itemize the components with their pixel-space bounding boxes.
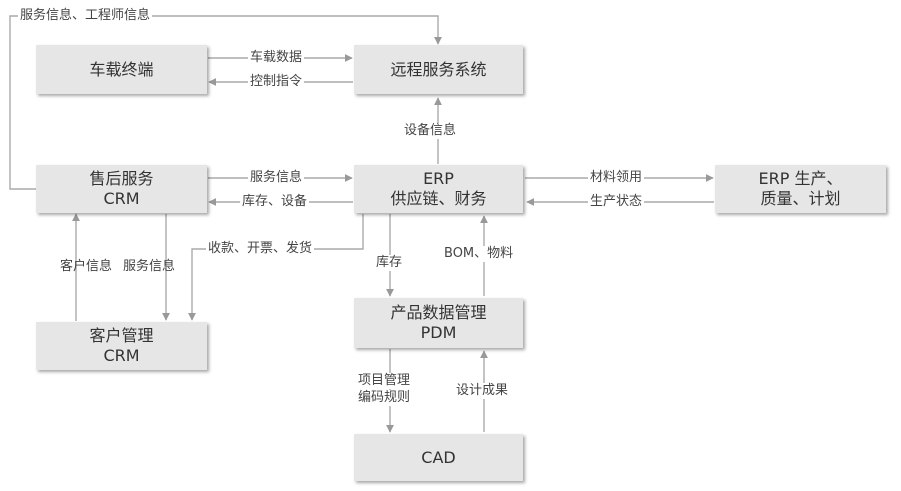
node-remote-service: 远程服务系统 — [354, 45, 523, 94]
node-vehicle-terminal-line1: 车载终端 — [89, 59, 154, 79]
label-top-loop: 服务信息、工程师信息 — [18, 8, 153, 24]
label-material-use: 材料领用 — [588, 170, 645, 186]
label-customer-info: 客户信息 — [60, 259, 113, 274]
node-erp-production-line2: 质量、计划 — [760, 189, 841, 208]
node-erp-line1: ERP — [423, 169, 454, 188]
node-after-sales-crm: 售后服务 CRM — [36, 165, 207, 213]
label-vehicle-data: 车载数据 — [248, 50, 305, 66]
node-erp-supply: ERP 供应链、财务 — [354, 165, 523, 213]
node-customer-crm-line2: CRM — [103, 346, 140, 365]
edge-top-loop — [9, 15, 442, 190]
label-stock: 库存 — [374, 255, 405, 271]
label-service-info: 服务信息 — [248, 170, 305, 186]
node-cad: CAD — [354, 434, 523, 481]
node-remote-service-line1: 远程服务系统 — [390, 59, 487, 79]
label-project-mgmt: 项目管理 — [356, 373, 413, 389]
node-pdm-line1: 产品数据管理 — [390, 303, 487, 322]
label-device-info: 设备信息 — [402, 123, 459, 139]
node-pdm-line2: PDM — [420, 323, 457, 342]
label-service-info2: 服务信息 — [123, 259, 176, 274]
label-stock-device: 库存、设备 — [240, 194, 310, 210]
node-customer-crm: 客户管理 CRM — [36, 322, 207, 370]
node-cad-line1: CAD — [421, 447, 456, 467]
node-customer-crm-line1: 客户管理 — [89, 326, 154, 345]
label-coding-rules: 编码规则 — [356, 390, 413, 406]
label-design-results: 设计成果 — [454, 383, 511, 399]
node-erp-production-line1: ERP 生产、 — [758, 169, 843, 188]
label-control-cmd: 控制指令 — [248, 74, 305, 90]
node-erp-production: ERP 生产、 质量、计划 — [715, 165, 886, 213]
node-after-sales-line1: 售后服务 — [89, 169, 154, 188]
label-bom: BOM、物料 — [442, 246, 516, 262]
node-after-sales-line2: CRM — [103, 189, 140, 208]
node-erp-line2: 供应链、财务 — [390, 189, 487, 208]
node-vehicle-terminal: 车载终端 — [36, 45, 207, 94]
node-pdm: 产品数据管理 PDM — [354, 298, 523, 348]
label-prod-status: 生产状态 — [588, 194, 645, 210]
edge-payments — [188, 214, 364, 321]
label-payments: 收款、开票、发货 — [206, 241, 315, 257]
